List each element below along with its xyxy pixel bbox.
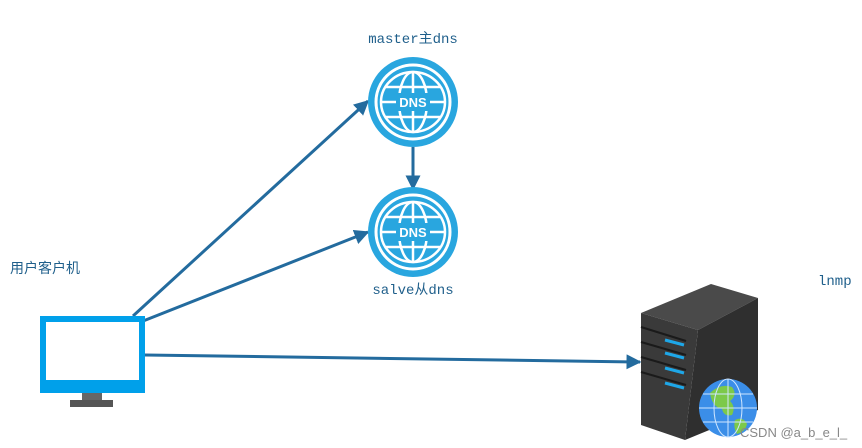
master-dns-label: master主dns bbox=[368, 31, 458, 48]
client-label: 用户客户机 bbox=[10, 260, 80, 277]
server-node[interactable]: lnmp bbox=[640, 274, 852, 440]
monitor-icon bbox=[40, 316, 145, 407]
dns-globe-icon: DNS bbox=[366, 185, 460, 279]
edge-client-server bbox=[144, 353, 642, 370]
watermark: CSDN @a_b_e_l_ bbox=[740, 425, 848, 440]
server-label: lnmp bbox=[818, 274, 852, 290]
server-globe-icon bbox=[640, 284, 758, 440]
client-node[interactable]: 用户客户机 bbox=[10, 260, 145, 407]
dns-globe-icon: DNS bbox=[366, 55, 460, 149]
dns-badge: DNS bbox=[399, 95, 427, 110]
edge-client-master bbox=[131, 99, 370, 318]
edge-client-slave bbox=[132, 229, 370, 327]
slave-dns-node[interactable]: DNS salve从dns bbox=[366, 185, 460, 299]
dns-badge: DNS bbox=[399, 225, 427, 240]
edges bbox=[131, 99, 642, 370]
master-dns-node[interactable]: master主dns DNS bbox=[366, 31, 460, 149]
slave-dns-label: salve从dns bbox=[372, 283, 453, 299]
